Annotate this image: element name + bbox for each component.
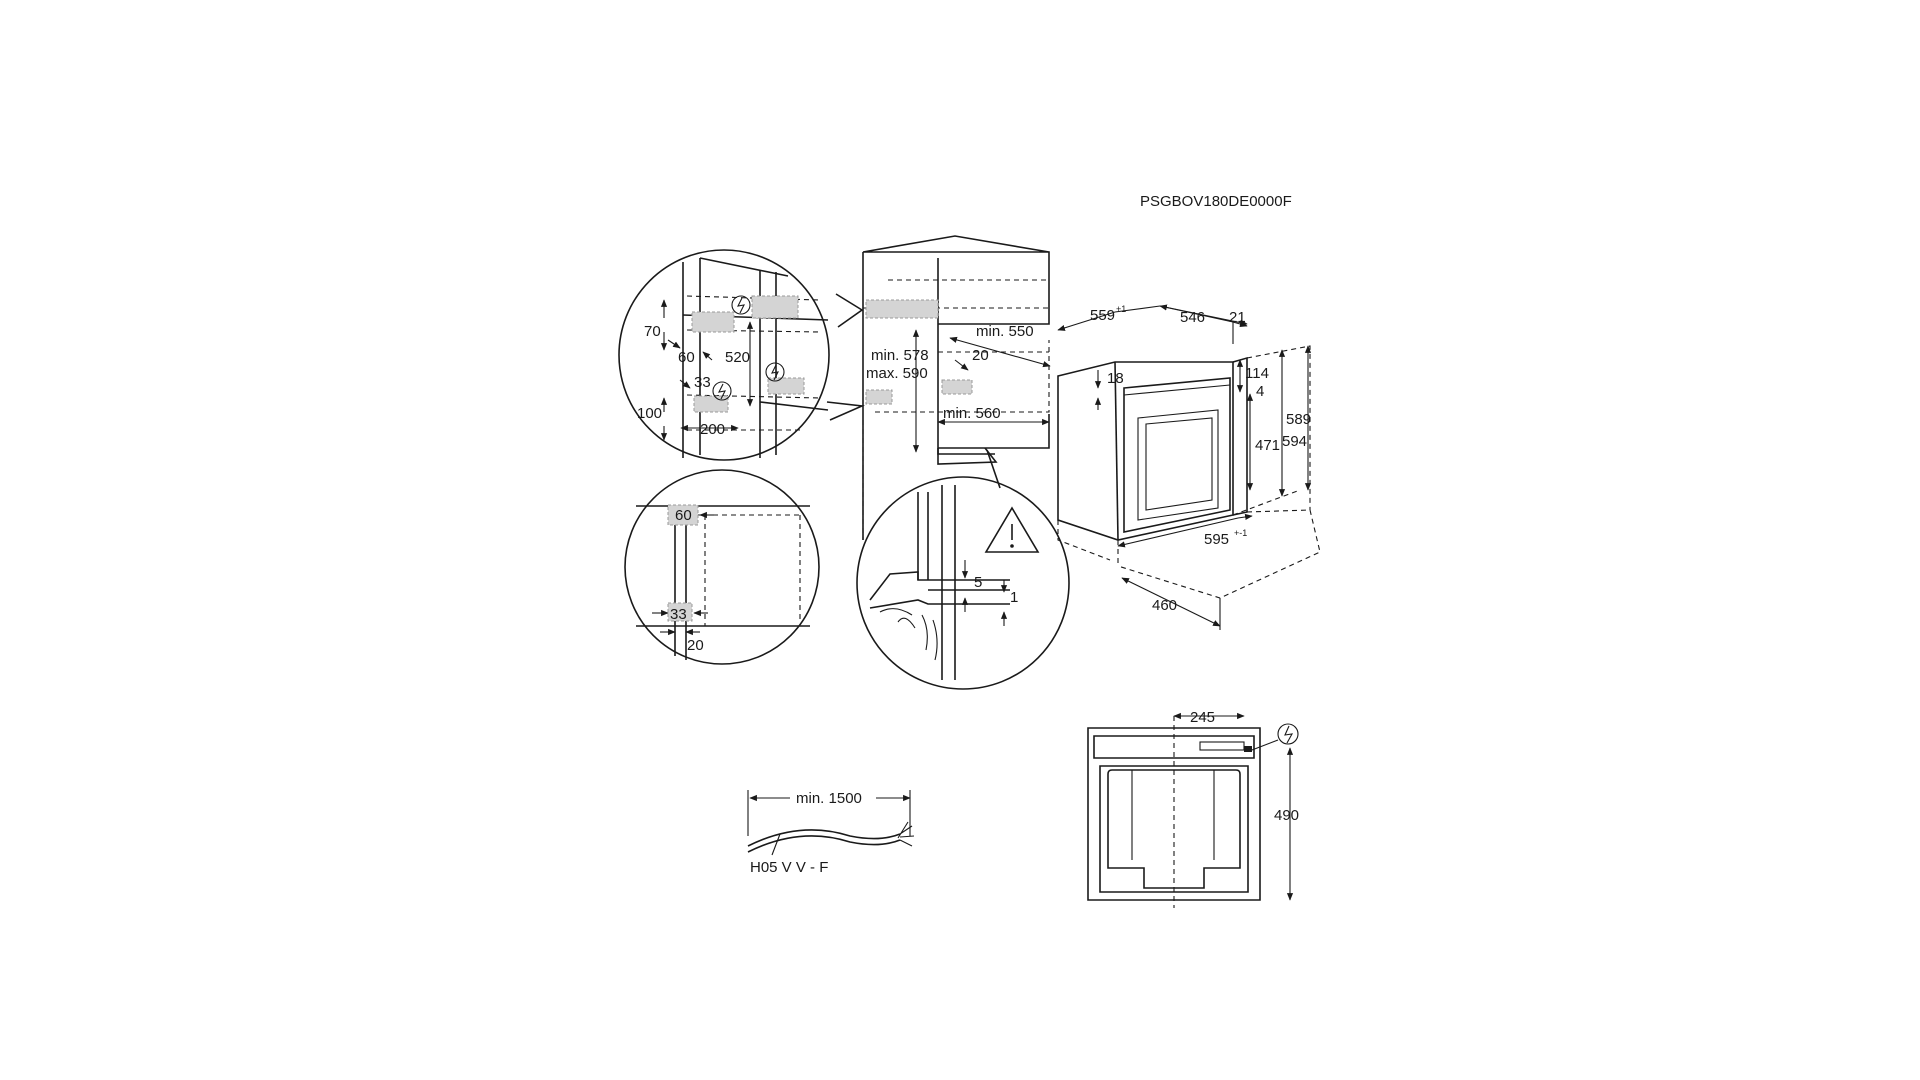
dim-100: 100 <box>637 405 662 422</box>
detail-circle-bottom: 5 1 <box>856 447 1070 690</box>
oven-iso <box>1057 345 1321 599</box>
oven-dim-18: 18 <box>1107 370 1124 387</box>
cable-detail: min. 1500 H05 V V - F <box>747 790 915 876</box>
oven-dim-4: 4 <box>1256 383 1264 400</box>
niche-min-height: min. 578 <box>871 347 929 364</box>
niche-max-height: max. 590 <box>866 365 928 382</box>
oven-dimensions: 559 +1 546 21 18 114 4 471 589 594 595 +… <box>1057 304 1312 630</box>
dim-70: 70 <box>644 323 661 340</box>
niche-min-depth: min. 550 <box>976 323 1034 340</box>
niche-gap: 20 <box>972 347 989 364</box>
oven-dim-589: 589 <box>1286 411 1311 428</box>
oven-width: 595 <box>1204 531 1229 548</box>
oven-depth-total: 559 <box>1090 307 1115 324</box>
dim-60: 60 <box>678 349 695 366</box>
oven-back-view: 245 490 <box>1087 709 1299 908</box>
niche-dimensions: min. 578 max. 590 min. 550 20 min. 560 <box>866 323 1051 453</box>
niche-cabinet <box>862 235 1050 540</box>
electric-warning-icon <box>765 362 785 382</box>
bottom-dim-5: 5 <box>974 574 982 591</box>
left-dim-20: 20 <box>687 637 704 654</box>
oven-dim-594: 594 <box>1282 433 1307 450</box>
electric-warning-icon <box>731 295 751 315</box>
dim-33: 33 <box>694 374 711 391</box>
detail-circle-left: 60 33 20 <box>624 469 820 665</box>
back-dim-245: 245 <box>1190 709 1215 726</box>
back-dim-490: 490 <box>1274 807 1299 824</box>
left-dim-33: 33 <box>670 606 687 623</box>
dim-520: 520 <box>725 349 750 366</box>
cable-length: min. 1500 <box>796 790 862 807</box>
model-code: PSGBOV180DE0000F <box>1140 193 1292 210</box>
oven-front: 21 <box>1229 309 1246 326</box>
oven-depth-body: 546 <box>1180 309 1205 326</box>
bottom-dim-1: 1 <box>1010 589 1018 606</box>
oven-dim-114: 114 <box>1245 365 1269 382</box>
dim-200: 200 <box>700 421 725 438</box>
left-dim-60: 60 <box>675 507 692 524</box>
detail-circle-top: 70 60 520 33 100 200 <box>618 249 866 461</box>
electric-warning-icon <box>1277 723 1299 745</box>
warning-triangle-icon <box>984 506 1040 553</box>
oven-dim-471: 471 <box>1255 437 1280 454</box>
oven-dim-460: 460 <box>1152 597 1177 614</box>
oven-width-sup: +-1 <box>1234 528 1247 538</box>
niche-min-width: min. 560 <box>943 405 1001 422</box>
oven-depth-total-sup: +1 <box>1116 304 1126 314</box>
cable-type: H05 V V - F <box>750 859 828 876</box>
electric-warning-icon <box>712 381 732 401</box>
